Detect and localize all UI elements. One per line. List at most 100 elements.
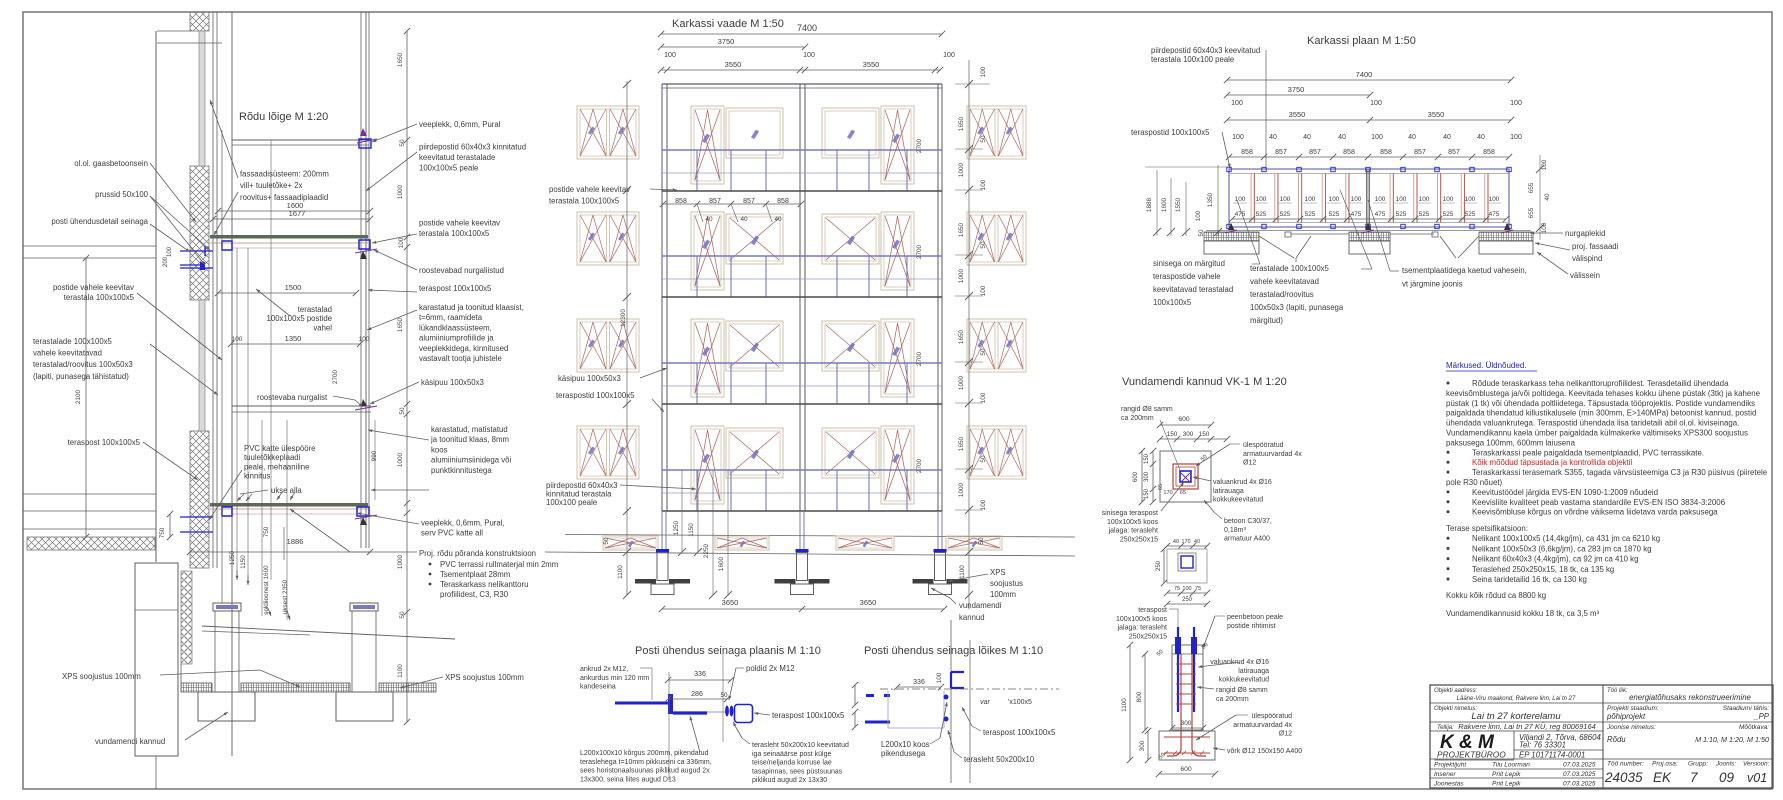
svg-text:ankrud 2x M12,: ankrud 2x M12, xyxy=(580,666,628,673)
svg-text:2700: 2700 xyxy=(916,138,923,153)
svg-text:ca 200mm: ca 200mm xyxy=(1216,696,1249,703)
svg-text:teraspost 100x100x5: teraspost 100x100x5 xyxy=(419,284,492,293)
svg-text:vundamendi: vundamendi xyxy=(959,601,1002,610)
svg-text:0,18m³: 0,18m³ xyxy=(1224,527,1246,534)
svg-text:Tellija:: Tellija: xyxy=(1437,725,1454,731)
svg-text:Versioon:: Versioon: xyxy=(1743,761,1770,768)
svg-text:Töö number:: Töö number: xyxy=(1607,761,1644,768)
svg-text:käsipuu 100x50x3: käsipuu 100x50x3 xyxy=(558,374,621,383)
svg-text:roostevaba nurgalist: roostevaba nurgalist xyxy=(257,393,328,402)
svg-text:250x250x15: 250x250x15 xyxy=(1120,536,1158,543)
svg-text:3750: 3750 xyxy=(1288,85,1305,94)
svg-text:XPS: XPS xyxy=(990,568,1006,577)
svg-text:kokkukeevitatud: kokkukeevitatud xyxy=(1219,677,1269,684)
svg-text:valuankrud 4x Ø16: valuankrud 4x Ø16 xyxy=(1210,659,1269,666)
svg-text:roovitus+ fassaadiplaadid: roovitus+ fassaadiplaadid xyxy=(240,193,328,202)
svg-text:09: 09 xyxy=(1719,770,1735,785)
svg-text:jalaga: terasleht: jalaga: terasleht xyxy=(1117,625,1167,632)
svg-text:Ø12: Ø12 xyxy=(1279,731,1292,738)
svg-text:Märkused. Üldnõuded.: Märkused. Üldnõuded. xyxy=(1446,361,1527,370)
svg-text:XPS soojustus 100mm: XPS soojustus 100mm xyxy=(445,673,524,682)
svg-text:terastala 100x100x5: terastala 100x100x5 xyxy=(419,229,490,238)
svg-text:püstak (1 tk) või ühendada pol: püstak (1 tk) või ühendada poltliidetega… xyxy=(1446,399,1755,408)
svg-text:terastalad/roovitus 100x50x3: terastalad/roovitus 100x50x3 xyxy=(33,360,133,369)
svg-text:1000: 1000 xyxy=(958,482,965,497)
svg-text:525: 525 xyxy=(1329,211,1340,218)
svg-text:piklikud augud 2x 13x30: piklikud augud 2x 13x30 xyxy=(752,777,827,784)
svg-text:vill+ tuuletõke+ 2x: vill+ tuuletõke+ 2x xyxy=(240,181,303,190)
svg-text:EP 10171174-0001: EP 10171174-0001 xyxy=(1519,751,1585,760)
svg-text:M 1:10, M 1:20, M 1:50: M 1:10, M 1:20, M 1:50 xyxy=(1695,735,1769,744)
svg-text:7: 7 xyxy=(1690,770,1698,785)
svg-text:punktkinnitustega: punktkinnitustega xyxy=(431,466,492,475)
svg-text:858: 858 xyxy=(1380,149,1392,156)
svg-text:1650: 1650 xyxy=(958,329,965,344)
svg-text:Terase spetsifikatsioon:: Terase spetsifikatsioon: xyxy=(1446,524,1528,533)
svg-text:100: 100 xyxy=(1419,196,1430,203)
svg-text:857: 857 xyxy=(1275,149,1287,156)
svg-text:karastatud ja toonitud klaasis: karastatud ja toonitud klaasist, xyxy=(419,303,524,312)
svg-text:L200x10 koos: L200x10 koos xyxy=(881,740,930,749)
svg-text:1100: 1100 xyxy=(617,565,624,579)
svg-text:Tiiu Loorman: Tiiu Loorman xyxy=(1492,762,1530,769)
svg-text:858: 858 xyxy=(1343,149,1355,156)
svg-text:Karkassi vaade M 1:50: Karkassi vaade M 1:50 xyxy=(672,18,784,30)
svg-text:100x100 peale: 100x100 peale xyxy=(546,498,597,507)
svg-text:100: 100 xyxy=(664,52,676,59)
svg-text:Insener: Insener xyxy=(1434,771,1457,778)
svg-text:07.03.2025: 07.03.2025 xyxy=(1563,762,1596,769)
svg-text:100: 100 xyxy=(803,52,815,59)
svg-text:2700: 2700 xyxy=(916,458,923,473)
svg-text:_PP: _PP xyxy=(1753,712,1770,721)
svg-text:jalaga: terasleht: jalaga: terasleht xyxy=(1108,528,1158,535)
svg-text:100: 100 xyxy=(943,52,955,59)
svg-text:525: 525 xyxy=(1396,211,1407,218)
svg-text:100: 100 xyxy=(936,672,943,683)
svg-text:Priit Lepik: Priit Lepik xyxy=(1492,771,1521,778)
svg-text:7400: 7400 xyxy=(1356,70,1373,79)
svg-text:tsementplaatidega kaetud vahes: tsementplaatidega kaetud vahesein, xyxy=(1402,266,1527,275)
svg-text:Teraslehed 250x250x15, 18 tk,: Teraslehed 250x250x15, 18 tk, ca 135 kg xyxy=(1472,565,1614,574)
svg-text:Rõdu: Rõdu xyxy=(1607,735,1626,744)
svg-text:terastala 100x100x5: terastala 100x100x5 xyxy=(549,197,620,206)
svg-text:250: 250 xyxy=(1182,597,1193,603)
svg-text:50: 50 xyxy=(1200,454,1209,463)
svg-text:300: 300 xyxy=(1181,720,1192,727)
svg-text:100: 100 xyxy=(1351,196,1362,203)
svg-text:100x100x5 koos: 100x100x5 koos xyxy=(1107,519,1158,526)
svg-text:ukse alla: ukse alla xyxy=(271,486,302,495)
svg-text:50: 50 xyxy=(399,611,406,619)
svg-text:525: 525 xyxy=(1256,211,1267,218)
svg-text:vundamendi kannud: vundamendi kannud xyxy=(95,737,165,746)
svg-text:40: 40 xyxy=(774,216,782,223)
svg-text:kinnitus: kinnitus xyxy=(244,472,271,481)
svg-text:50: 50 xyxy=(1158,752,1167,761)
svg-text:3550: 3550 xyxy=(1289,110,1306,119)
svg-text:40: 40 xyxy=(1544,193,1551,201)
svg-text:lükandklaassüsteem,: lükandklaassüsteem, xyxy=(419,323,492,332)
svg-text:tuuletõkkeplaadi: tuuletõkkeplaadi xyxy=(244,453,301,462)
svg-text:PVC katte ülespööre: PVC katte ülespööre xyxy=(244,444,316,453)
svg-text:150: 150 xyxy=(1199,431,1210,438)
svg-text:koos: koos xyxy=(431,445,448,454)
svg-text:postide vahele keevitav: postide vahele keevitav xyxy=(549,185,630,194)
svg-text:veeplekkidega, kinnitused: veeplekkidega, kinnitused xyxy=(419,344,508,353)
svg-text:'x100x5: 'x100x5 xyxy=(1008,699,1032,706)
svg-text:keevisõmblustega ja/või poltid: keevisõmblustega ja/või poltidega. Keevi… xyxy=(1446,389,1761,398)
svg-text:40: 40 xyxy=(1303,134,1311,141)
svg-text:vastavalt tootja juhistele: vastavalt tootja juhistele xyxy=(419,354,502,363)
svg-text:300: 300 xyxy=(1183,431,1194,438)
svg-text:kokkukeevitatud: kokkukeevitatud xyxy=(1213,497,1263,504)
svg-text:857: 857 xyxy=(1309,149,1321,156)
svg-text:100: 100 xyxy=(1235,196,1246,203)
svg-text:terastala 100x100 peale: terastala 100x100 peale xyxy=(1151,55,1234,64)
svg-text:50: 50 xyxy=(1201,642,1210,651)
svg-text:100: 100 xyxy=(1195,210,1202,221)
svg-text:L200x100x10 kõrgus 200mm, pike: L200x100x10 kõrgus 200mm, pikendatud xyxy=(580,750,709,757)
svg-text:Karkassi plaan M 1:50: Karkassi plaan M 1:50 xyxy=(1307,35,1416,47)
svg-text:100: 100 xyxy=(1280,196,1291,203)
svg-text:336: 336 xyxy=(694,671,706,678)
svg-text:postide vahele keevitav: postide vahele keevitav xyxy=(53,283,134,292)
svg-text:kandeseina: kandeseina xyxy=(580,684,616,691)
svg-text:50: 50 xyxy=(1198,229,1205,237)
